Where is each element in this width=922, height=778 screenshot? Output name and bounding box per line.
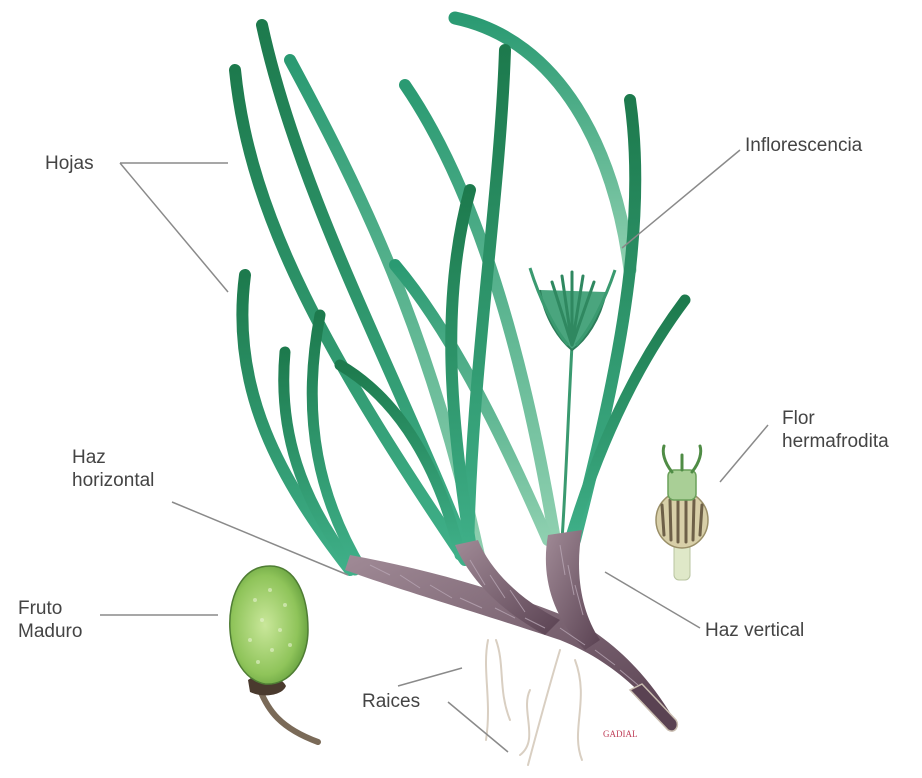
label-fruto-maduro: Fruto Maduro <box>18 597 82 643</box>
leader-lines <box>100 150 768 752</box>
artist-signature: GADIAL <box>603 729 638 739</box>
leader-raices-2 <box>448 702 508 752</box>
label-haz-vertical: Haz vertical <box>705 619 804 642</box>
flower-hermaphrodite-drawing <box>656 446 708 580</box>
leader-hojas-bottom <box>120 163 228 292</box>
label-raices: Raices <box>362 690 420 713</box>
leaves-front <box>235 25 685 570</box>
leader-flor <box>720 425 768 482</box>
label-flor-hermafrodita: Flor hermafrodita <box>782 407 889 453</box>
label-inflorescencia: Inflorescencia <box>745 134 862 157</box>
label-hojas: Hojas <box>45 152 94 175</box>
leader-raices-1 <box>398 668 462 686</box>
ripe-fruit-drawing <box>230 566 318 742</box>
label-haz-horizontal: Haz horizontal <box>72 446 154 492</box>
